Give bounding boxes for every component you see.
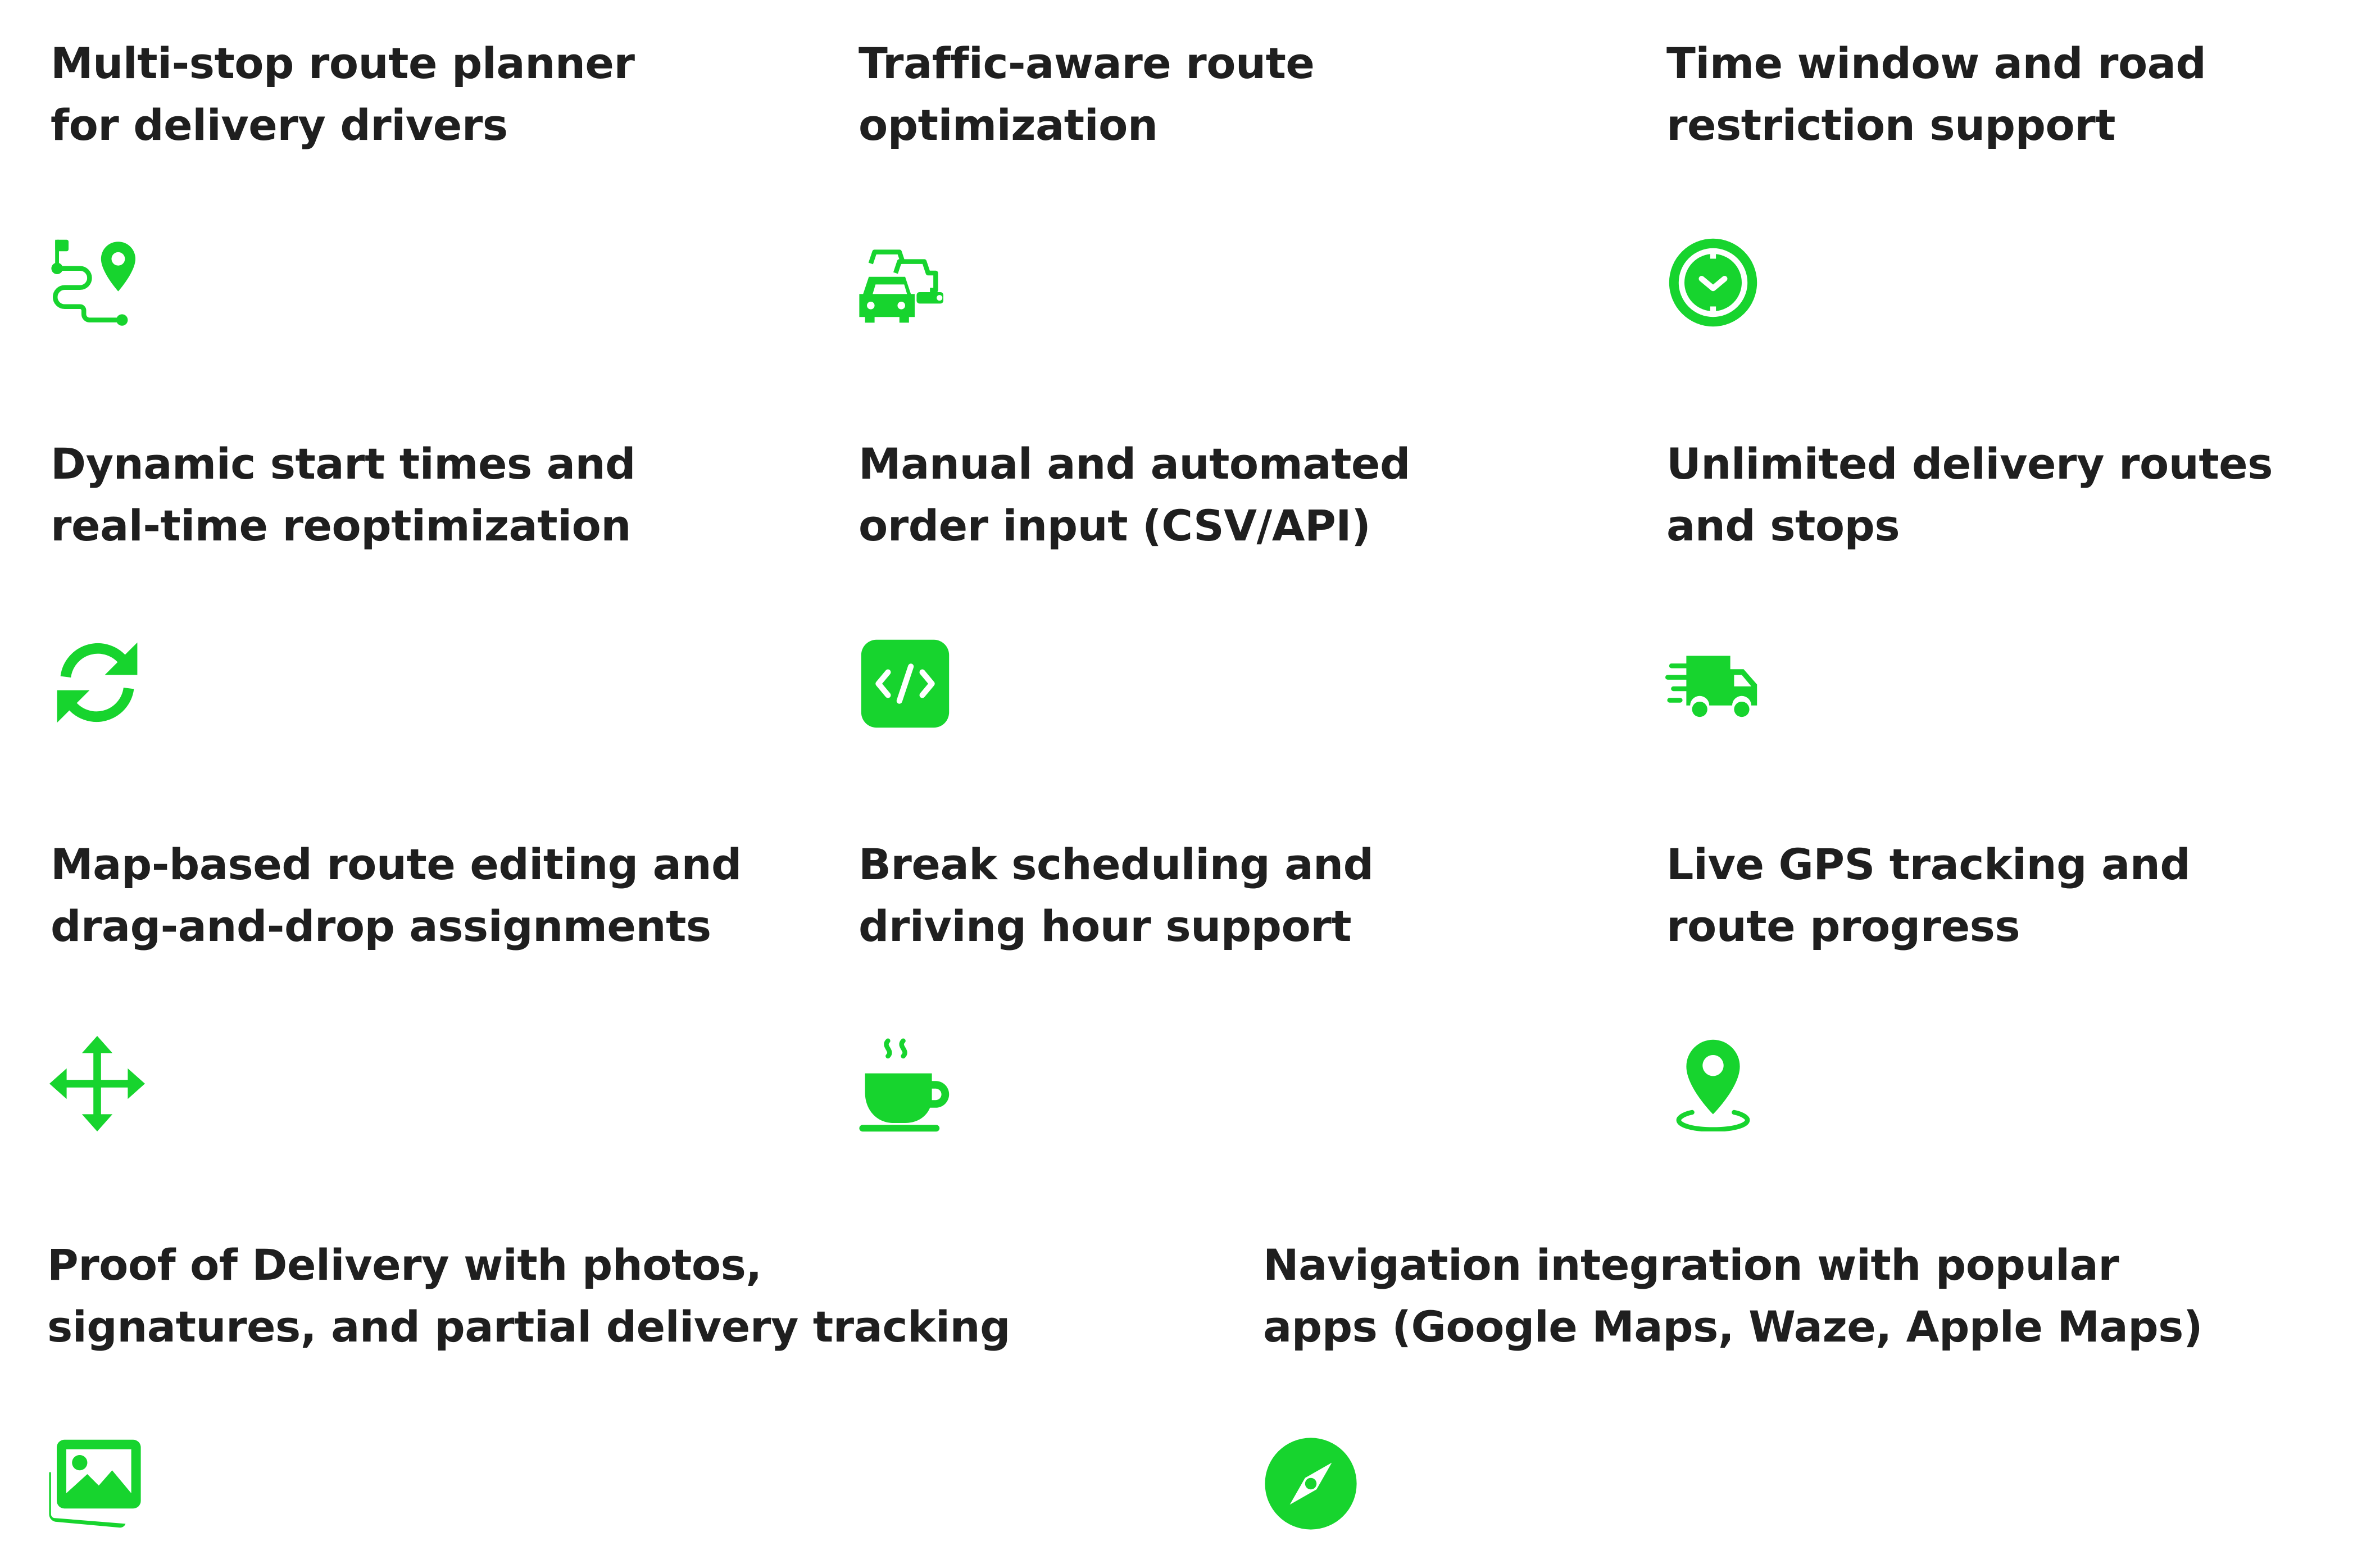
feature-title-line: Map-based route editing and xyxy=(51,839,742,889)
feature-unlimited: Unlimited delivery routes and stops xyxy=(1666,433,2273,557)
feature-traffic: Traffic-aware route optimization xyxy=(859,33,1315,156)
feature-title-line: Manual and automated xyxy=(859,439,1410,489)
feature-title-line: Traffic-aware route xyxy=(859,38,1315,88)
feature-gps: Live GPS tracking and route progress xyxy=(1666,834,2191,957)
feature-title: Unlimited delivery routes and stops xyxy=(1666,433,2273,557)
feature-time-window: Time window and road restriction support xyxy=(1666,33,2206,156)
feature-title: Dynamic start times and real-time reopti… xyxy=(51,433,636,557)
move-arrows-icon xyxy=(49,1036,145,1131)
feature-order-input: Manual and automated order input (CSV/AP… xyxy=(859,433,1410,557)
feature-title-line: real-time reoptimization xyxy=(51,501,631,551)
fast-truck-icon xyxy=(1665,635,1761,730)
feature-title-line: Proof of Delivery with photos, xyxy=(47,1240,762,1290)
feature-title: Multi-stop route planner for delivery dr… xyxy=(51,33,635,156)
feature-title-line: apps (Google Maps, Waze, Apple Maps) xyxy=(1263,1302,2203,1352)
feature-title-line: and stops xyxy=(1666,501,1900,551)
compass-icon xyxy=(1263,1436,1359,1531)
feature-navigation: Navigation integration with popular apps… xyxy=(1263,1234,2203,1358)
feature-title-line: route progress xyxy=(1666,901,2020,951)
feature-title-line: Live GPS tracking and xyxy=(1666,839,2191,889)
images-icon xyxy=(47,1436,143,1531)
feature-title-line: Time window and road xyxy=(1666,38,2206,88)
feature-title: Proof of Delivery with photos, signature… xyxy=(47,1234,1011,1358)
feature-title-line: optimization xyxy=(859,100,1158,150)
feature-title-line: Unlimited delivery routes xyxy=(1666,439,2273,489)
feature-title: Live GPS tracking and route progress xyxy=(1666,834,2191,957)
feature-title-line: Multi-stop route planner xyxy=(51,38,635,88)
location-pin-icon xyxy=(1665,1036,1761,1131)
feature-title-line: restriction support xyxy=(1666,100,2116,150)
feature-title-line: drag-and-drop assignments xyxy=(51,901,711,951)
feature-title-line: signatures, and partial delivery trackin… xyxy=(47,1302,1011,1352)
coffee-cup-icon xyxy=(857,1037,953,1133)
feature-map-editing: Map-based route editing and drag-and-dro… xyxy=(51,834,742,957)
traffic-cars-icon xyxy=(857,235,953,330)
feature-title: Manual and automated order input (CSV/AP… xyxy=(859,433,1410,557)
feature-dynamic-start: Dynamic start times and real-time reopti… xyxy=(51,433,636,557)
feature-breaks: Break scheduling and driving hour suppor… xyxy=(859,834,1374,957)
feature-title-line: Navigation integration with popular xyxy=(1263,1240,2119,1290)
route-pin-icon xyxy=(49,236,145,331)
feature-title: Navigation integration with popular apps… xyxy=(1263,1234,2203,1358)
feature-title: Break scheduling and driving hour suppor… xyxy=(859,834,1374,957)
code-icon xyxy=(857,636,953,731)
feature-title: Time window and road restriction support xyxy=(1666,33,2206,156)
clock-icon xyxy=(1665,235,1761,330)
feature-title-line: Break scheduling and xyxy=(859,839,1374,889)
feature-title-line: Dynamic start times and xyxy=(51,439,636,489)
feature-title: Traffic-aware route optimization xyxy=(859,33,1315,156)
feature-multi-stop: Multi-stop route planner for delivery dr… xyxy=(51,33,635,156)
feature-title-line: driving hour support xyxy=(859,901,1352,951)
feature-title: Map-based route editing and drag-and-dro… xyxy=(51,834,742,957)
feature-title-line: order input (CSV/API) xyxy=(859,501,1371,551)
feature-pod: Proof of Delivery with photos, signature… xyxy=(47,1234,1011,1358)
refresh-icon xyxy=(49,635,145,730)
feature-title-line: for delivery drivers xyxy=(51,100,508,150)
